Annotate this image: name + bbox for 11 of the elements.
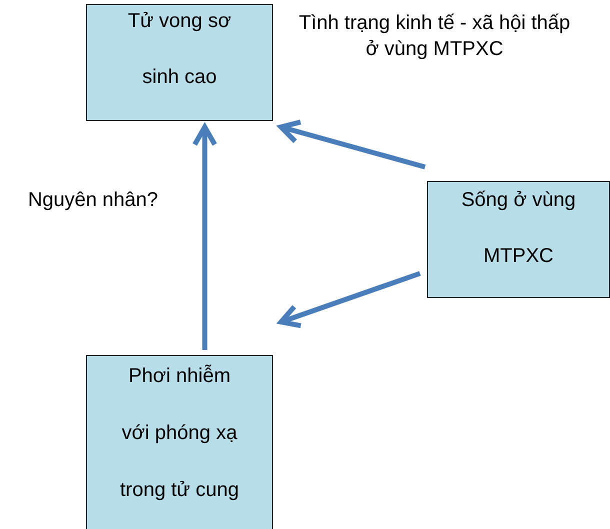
process-box (86, 355, 273, 529)
note-text: Nguyên nhân? (26, 188, 160, 213)
box-text: Sống ở vùng MTPXC (460, 188, 577, 269)
box-text: Tử vong sơ sinh cao (126, 9, 232, 90)
box-text: Phơi nhiễm với phóng xạ trong tử cung (118, 364, 240, 503)
note-text: Tình trạng kinh tế - xã hội thấp ở vùng MTPXC (298, 11, 572, 62)
process-box (427, 181, 610, 298)
process-box (86, 4, 273, 121)
arrow (192, 124, 218, 350)
arrow (278, 120, 426, 170)
arrow (278, 271, 421, 328)
